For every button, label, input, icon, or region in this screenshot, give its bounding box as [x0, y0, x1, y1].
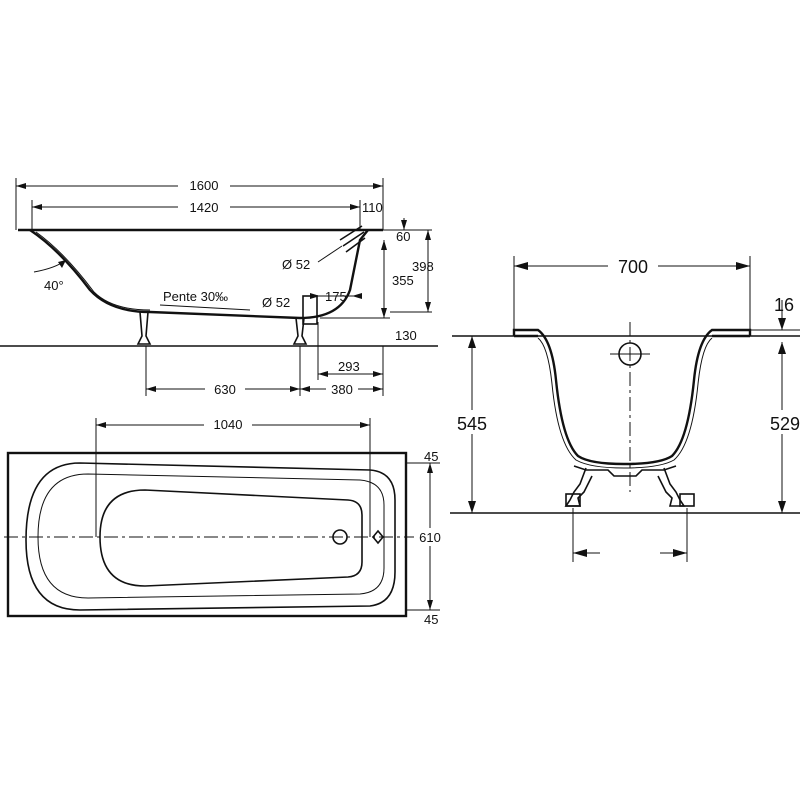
dim-700-arrow-right [736, 262, 750, 270]
dim-1040-bg [204, 414, 252, 432]
dim-1420-arrow-right [350, 204, 360, 210]
angle-40-label: 40° [44, 278, 64, 293]
side-tub-inner [35, 231, 151, 311]
dim-130-label: 130 [395, 328, 417, 343]
end-feet-arrow-right [673, 549, 687, 557]
dim-630-label: 630 [214, 382, 236, 397]
dim-610-arrow-bottom [427, 600, 433, 610]
dim-293-label: 293 [338, 359, 360, 374]
dim-1040-arrow-right [360, 422, 370, 428]
overflow-leader [317, 245, 343, 263]
overflow-dia-label: Ø 52 [282, 257, 310, 272]
dim-45-top-label: 45 [424, 449, 438, 464]
dim-380-arrow-left [300, 386, 310, 392]
dim-1040-label: 1040 [214, 417, 243, 432]
dim-529-arrow-top [778, 342, 786, 354]
side-overflow-pipe [339, 225, 366, 253]
end-foot-left [564, 467, 593, 507]
dim-175-arrow-left [310, 293, 320, 299]
dim-1040-arrow-left [96, 422, 106, 428]
dim-610-bg [414, 528, 446, 546]
dim-610-arrow-top [427, 463, 433, 473]
dim-1420-arrow-left [32, 204, 42, 210]
dim-16-arrow-top [778, 318, 786, 330]
dim-545-arrow-bottom [468, 501, 476, 513]
dim-545-arrow-top [468, 336, 476, 348]
dim-700-bg [608, 254, 658, 278]
dim-1600-bg [178, 176, 230, 194]
dim-529-label: 529 [770, 414, 800, 434]
end-foot-right-pad [679, 493, 695, 507]
dim-1600-arrow-left [16, 183, 26, 189]
dim-398-label: 398 [412, 259, 434, 274]
end-feet-arrow-left [573, 549, 587, 557]
dim-380-label: 380 [331, 382, 353, 397]
dim-293-arrow-right [373, 371, 383, 377]
dim-398-arrow-top [425, 230, 431, 240]
slope-label: Pente 30‰ [163, 289, 228, 304]
dim-630-bg [205, 380, 245, 398]
top-inner-contour-1 [25, 462, 396, 611]
side-tub-outline [29, 229, 369, 320]
dim-355-label: 355 [392, 273, 414, 288]
side-foot-right [292, 317, 308, 345]
dim-700-label: 700 [618, 257, 648, 277]
dim-16-label: 16 [774, 295, 794, 315]
dim-529-arrow-bottom [778, 501, 786, 513]
dim-545-bg [450, 410, 494, 434]
end-tub-inner [537, 337, 713, 469]
dim-700-arrow-left [514, 262, 528, 270]
end-tub-outline [512, 328, 752, 466]
top-inner-contour-2 [37, 473, 385, 599]
top-inner-bottom [99, 489, 363, 587]
dim-45-bottom-label: 45 [424, 612, 438, 627]
dim-355-arrow-bottom [381, 308, 387, 318]
top-outer-rim [6, 451, 408, 618]
dim-529-bg [762, 410, 800, 434]
dim-398-arrow-bottom [425, 302, 431, 312]
dim-175-label: 175 [325, 289, 347, 304]
dim-1420-label: 1420 [190, 200, 219, 215]
angle-40-arrow [58, 260, 66, 268]
dim-380-arrow-right [373, 386, 383, 392]
end-view: 700 16 545 529 [450, 254, 800, 562]
top-view: 1040 45 610 45 [4, 414, 446, 627]
dim-110-label: 110 [362, 200, 383, 215]
side-drain-pipe [302, 295, 318, 325]
dim-630-arrow-left [146, 386, 156, 392]
side-view: 1600 1420 110 60 398 355 130 40° [0, 176, 438, 398]
dim-175-arrow-right [352, 293, 362, 299]
dim-545-label: 545 [457, 414, 487, 434]
side-foot-left [136, 311, 152, 345]
end-foot-left-pad [565, 493, 581, 507]
dim-355-arrow-top [381, 240, 387, 250]
dim-610-label: 610 [419, 530, 441, 545]
end-support-bracket [573, 465, 677, 477]
dim-1600-arrow-right [373, 183, 383, 189]
drain-dia-label: Ø 52 [262, 295, 290, 310]
slope-line [159, 304, 251, 311]
dim-630-arrow-right [290, 386, 300, 392]
dim-380-bg [326, 380, 358, 398]
dim-1420-bg [178, 198, 230, 216]
dim-60-label: 60 [396, 229, 410, 244]
dim-293-arrow-left [318, 371, 328, 377]
dim-1600-label: 1600 [190, 178, 219, 193]
